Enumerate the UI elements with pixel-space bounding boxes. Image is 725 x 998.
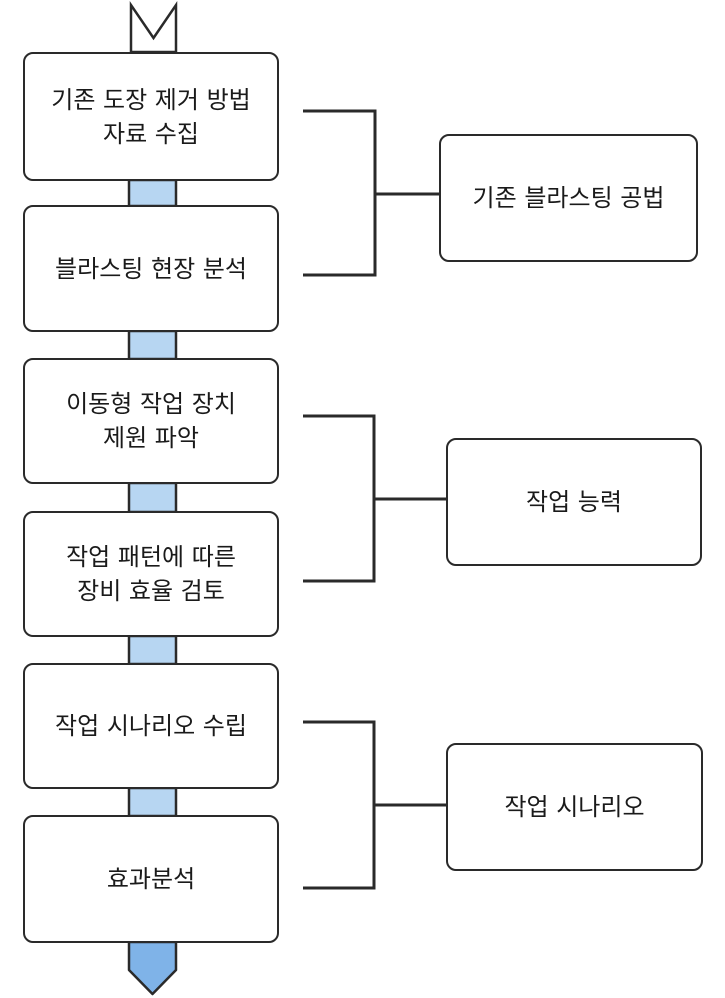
step-effect-analysis: 효과분석	[23, 815, 279, 943]
step-blasting-site-analysis: 블라스팅 현장 분석	[23, 205, 279, 332]
group-work-capacity: 작업 능력	[446, 438, 702, 566]
step-connector-1	[127, 178, 178, 208]
step-connector-4	[127, 634, 178, 666]
step-collect-removal-methods: 기존 도장 제거 방법 자료 수집	[23, 52, 279, 181]
flow-end-arrow	[127, 940, 178, 996]
bracket-1	[303, 109, 440, 277]
flow-start-marker	[129, 0, 178, 54]
bracket-3	[303, 720, 446, 890]
step-mobile-device-specs: 이동형 작업 장치 제원 파악	[23, 358, 279, 484]
step-connector-2	[127, 329, 178, 361]
group-existing-blasting-method: 기존 블라스팅 공법	[439, 134, 698, 262]
step-connector-5	[127, 786, 178, 818]
bracket-2	[303, 414, 446, 583]
step-work-scenario-planning: 작업 시나리오 수립	[23, 663, 279, 789]
step-connector-3	[127, 481, 178, 514]
group-work-scenario: 작업 시나리오	[446, 743, 703, 871]
step-equipment-efficiency-review: 작업 패턴에 따른 장비 효율 검토	[23, 511, 279, 637]
